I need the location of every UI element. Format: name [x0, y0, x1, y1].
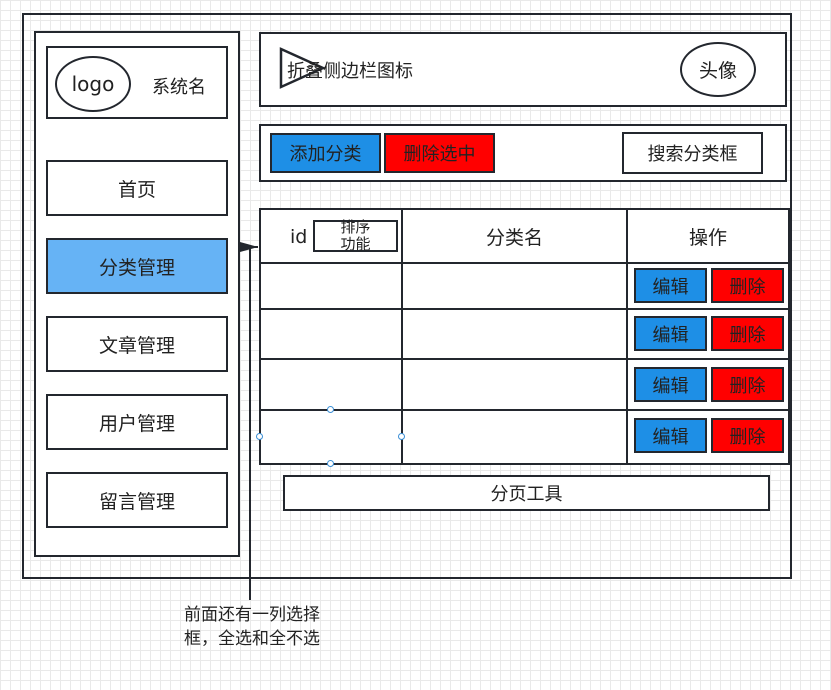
delete-button-label: 删除: [729, 324, 766, 346]
selection-handle[interactable]: [398, 433, 405, 440]
column-header-ops-label: 操作: [688, 226, 727, 249]
delete-selected-label: 删除选中: [403, 144, 476, 165]
table-row-divider: [259, 358, 790, 360]
column-header-name: 分类名: [403, 210, 626, 262]
edit-button[interactable]: 编辑: [634, 367, 707, 402]
edit-button[interactable]: 编辑: [634, 418, 707, 453]
edit-button-label: 编辑: [652, 375, 689, 397]
table-row-divider: [259, 308, 790, 310]
delete-button[interactable]: 删除: [711, 367, 784, 402]
sidebar-item-label: 分类管理: [98, 256, 175, 279]
avatar[interactable]: 头像: [680, 42, 756, 97]
sidebar-item-messages[interactable]: 留言管理: [46, 472, 228, 528]
pagination[interactable]: 分页工具: [283, 475, 770, 511]
delete-button[interactable]: 删除: [711, 418, 784, 453]
search-category-label: 搜索分类框: [647, 144, 738, 165]
system-name: 系统名: [152, 77, 206, 98]
delete-button[interactable]: 删除: [711, 316, 784, 351]
sidebar-item-label: 首页: [117, 178, 156, 201]
delete-button-label: 删除: [729, 426, 766, 448]
selection-handle[interactable]: [327, 406, 334, 413]
sidebar-item-category[interactable]: 分类管理: [46, 238, 228, 294]
edit-button[interactable]: 编辑: [634, 268, 707, 303]
search-category-input[interactable]: 搜索分类框: [622, 132, 763, 174]
delete-button-label: 删除: [729, 375, 766, 397]
pagination-label: 分页工具: [490, 484, 563, 505]
sidebar-item-articles[interactable]: 文章管理: [46, 316, 228, 372]
add-category-label: 添加分类: [289, 144, 362, 165]
column-header-name-label: 分类名: [485, 226, 543, 249]
sidebar-item-label: 文章管理: [98, 334, 175, 357]
sort-button[interactable]: 排序 功能: [313, 218, 398, 253]
table-col-divider: [401, 208, 403, 465]
edit-button-label: 编辑: [652, 426, 689, 448]
logo: logo: [55, 56, 131, 112]
column-header-ops: 操作: [628, 210, 788, 262]
connector-arrow: [240, 242, 258, 600]
outer-frame: [22, 13, 792, 579]
edit-button-label: 编辑: [652, 324, 689, 346]
sidebar-item-label: 用户管理: [98, 412, 175, 435]
avatar-text: 头像: [698, 60, 737, 82]
sidebar-item-home[interactable]: 首页: [46, 160, 228, 216]
delete-button[interactable]: 删除: [711, 268, 784, 303]
table-row-divider: [259, 409, 790, 411]
selection-handle[interactable]: [327, 460, 334, 467]
annotation-note: 前面还有一列选择框，全选和全不选: [184, 605, 320, 649]
table-row-divider: [259, 262, 790, 264]
collapse-sidebar-label: 折叠侧边栏图标: [287, 61, 413, 82]
selection-handle[interactable]: [256, 433, 263, 440]
sort-button-label: 排序 功能: [340, 218, 371, 253]
logo-text: logo: [71, 72, 115, 96]
edit-button-label: 编辑: [652, 276, 689, 298]
sidebar-item-label: 留言管理: [98, 490, 175, 513]
table-col-divider: [626, 208, 628, 465]
delete-selected-button[interactable]: 删除选中: [384, 133, 495, 173]
add-category-button[interactable]: 添加分类: [270, 133, 381, 173]
edit-button[interactable]: 编辑: [634, 316, 707, 351]
column-header-id: id: [290, 226, 308, 248]
sidebar-item-users[interactable]: 用户管理: [46, 394, 228, 450]
collapse-sidebar-icon[interactable]: [278, 47, 328, 89]
delete-button-label: 删除: [729, 276, 766, 298]
